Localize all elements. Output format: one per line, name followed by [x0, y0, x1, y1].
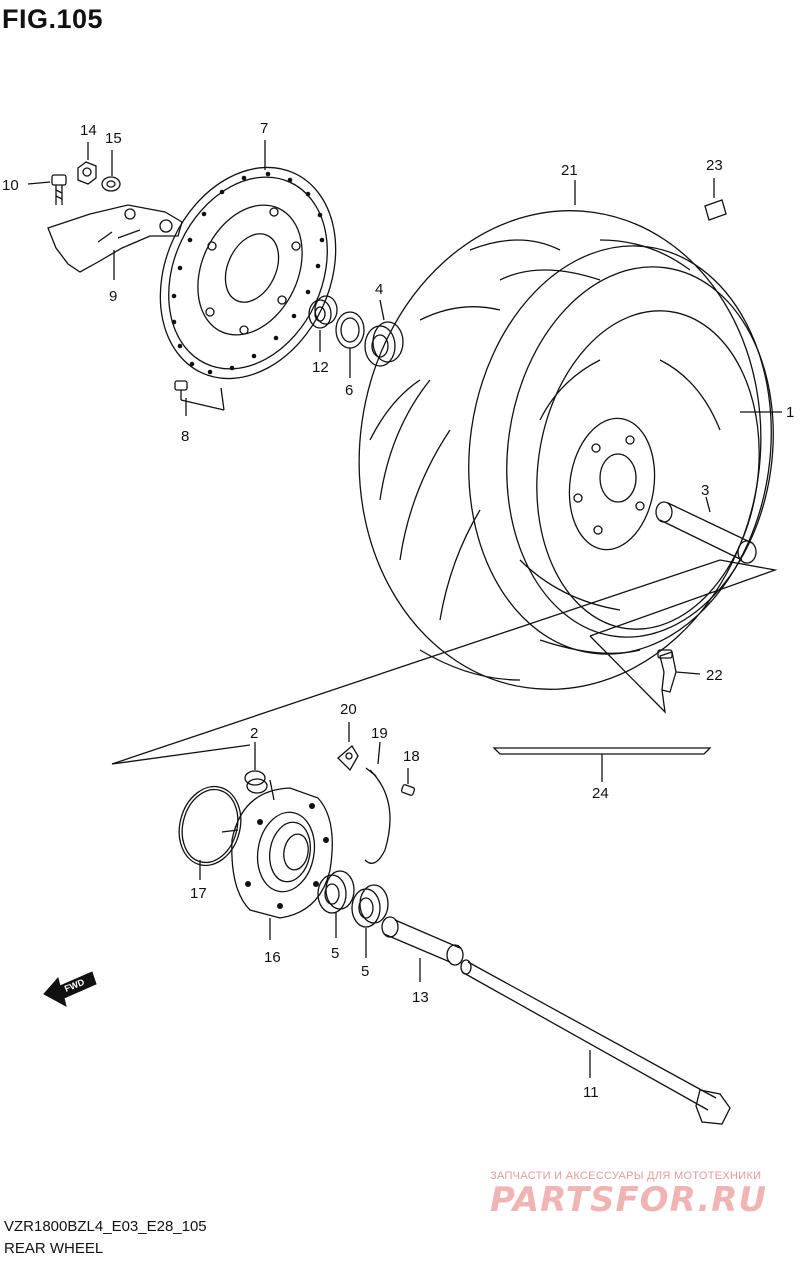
axle-11 [460, 959, 731, 1125]
nut-14 [77, 161, 97, 185]
bearing-5a [317, 870, 355, 938]
bolt-10 [51, 174, 67, 205]
bearing-4 [364, 321, 404, 367]
o-ring-17 [178, 785, 242, 880]
callout-15: 15 [105, 130, 122, 147]
watermark-logo: PARTSFOR.RU [490, 1180, 768, 1220]
collar-2 [244, 742, 268, 794]
figure-caption: REAR WHEEL [4, 1240, 104, 1257]
callout-12: 12 [312, 359, 329, 376]
bolt-18 [400, 768, 416, 796]
callout-5b: 5 [361, 963, 369, 980]
callout-4: 4 [375, 281, 383, 298]
callout-6: 6 [345, 382, 353, 399]
callout-3: 3 [701, 482, 709, 499]
callout-24: 24 [592, 785, 609, 802]
seal-6 [335, 311, 365, 349]
spacer-3 [655, 501, 757, 564]
clip-20 [337, 722, 359, 772]
spacer-12 [308, 295, 338, 329]
bearing-5b [351, 884, 389, 958]
callout-7: 7 [260, 120, 268, 137]
watermark-tagline: ЗАПЧАСТИ И АКСЕССУАРЫ ДЛЯ МОТОТЕХНИКИ [490, 1170, 762, 1182]
callout-13: 13 [412, 989, 429, 1006]
callout-20: 20 [340, 701, 357, 718]
caliper-bracket [47, 204, 183, 273]
rear-rim [519, 310, 760, 630]
callout-16: 16 [264, 949, 281, 966]
callout-2: 2 [250, 725, 258, 742]
sprocket-hub-16 [221, 779, 333, 940]
bolt-8 [174, 380, 225, 411]
rim-tape-24 [492, 747, 712, 782]
callout-1: 1 [786, 404, 794, 421]
callout-22: 22 [706, 667, 723, 684]
callout-5a: 5 [331, 945, 339, 962]
valve-22 [657, 649, 677, 693]
callout-11: 11 [583, 1084, 599, 1101]
callout-9: 9 [109, 288, 117, 305]
model-code: VZR1800BZL4_E03_E28_105 [4, 1218, 207, 1235]
callout-21: 21 [561, 162, 578, 179]
brake-disc [159, 166, 337, 380]
washer-15 [101, 176, 121, 192]
callout-17: 17 [190, 885, 207, 902]
callout-14: 14 [80, 122, 97, 139]
callout-10: 10 [2, 177, 19, 194]
figure-title: FIG.105 [2, 4, 104, 34]
balance-weight-23 [704, 178, 727, 221]
rear-tire [358, 210, 774, 690]
callout-23: 23 [706, 157, 723, 174]
circlip-19 [364, 741, 391, 864]
callout-18: 18 [403, 748, 420, 765]
callout-19: 19 [371, 725, 388, 742]
callout-8: 8 [181, 428, 189, 445]
fwd-arrow-icon: FWD [43, 971, 97, 1007]
spacer-13 [381, 916, 464, 982]
